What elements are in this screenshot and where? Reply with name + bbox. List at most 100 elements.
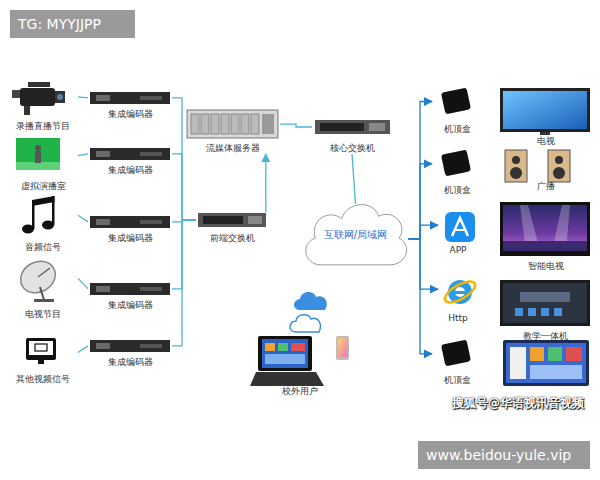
connector <box>408 239 432 354</box>
encoder-devices <box>140 220 162 224</box>
display-screens <box>510 167 522 179</box>
switch-devices <box>320 123 364 131</box>
camera-icon <box>28 82 50 87</box>
node-label: 电视 <box>537 137 555 147</box>
display-screens <box>566 347 582 361</box>
switch-devices <box>248 216 262 224</box>
connector <box>280 124 312 127</box>
encoder-device: 集成编码器 <box>88 216 172 244</box>
cloud-shape <box>298 192 413 277</box>
satellite-dish-icon <box>34 299 54 302</box>
app-icon: APP <box>438 210 478 256</box>
app-icon <box>455 229 465 231</box>
user-devices <box>250 292 349 386</box>
node-label: 集成编码器 <box>108 358 153 368</box>
cloud-shape <box>306 205 407 265</box>
node-label: 录播直播节目 <box>16 122 70 132</box>
camera-icon <box>55 91 65 103</box>
display-screens <box>506 343 586 383</box>
satellite-dish-icon <box>15 255 61 299</box>
source-icon: 其他视频信号 <box>8 335 78 385</box>
display-screens <box>510 347 526 379</box>
display-screens <box>500 88 590 386</box>
node-label: 其他视频信号 <box>16 375 70 385</box>
set-top-boxes <box>441 88 471 115</box>
user-devices <box>250 372 324 386</box>
node-label: 集成编码器 <box>108 110 153 120</box>
encoder-devices <box>90 92 170 352</box>
node-label: 互联网/局域网 <box>324 229 387 240</box>
user-devices <box>265 354 305 364</box>
display-screens <box>500 280 590 326</box>
source-icon: 电视节目 <box>8 256 78 320</box>
encoder-devices <box>96 95 110 101</box>
camera-icon <box>12 82 65 115</box>
encoder-device: 集成编码器 <box>88 283 172 311</box>
server-device <box>231 114 239 134</box>
node-label: 电视节目 <box>25 310 61 320</box>
display-screens <box>530 365 582 379</box>
display-screens <box>553 167 565 179</box>
source-icon: 虚拟演播室 <box>8 136 78 192</box>
app-icon <box>452 218 468 236</box>
encoder-device: 集成编码器 <box>88 92 172 120</box>
app-icon <box>445 212 475 242</box>
user-devices <box>338 338 348 357</box>
connector <box>78 346 88 353</box>
node-label: APP <box>449 246 466 256</box>
display-screens <box>541 308 549 316</box>
switch-device: 核心交换机 <box>312 118 392 154</box>
server-device <box>191 114 199 134</box>
monitor-icon <box>26 338 56 364</box>
server-device <box>221 114 229 134</box>
connector <box>172 154 196 220</box>
encoder-devices <box>140 344 162 348</box>
display-screens <box>520 292 570 302</box>
user-devices <box>336 336 349 360</box>
display-screens <box>555 156 563 164</box>
encoder-devices <box>96 343 110 349</box>
display-screens <box>505 150 527 182</box>
switch-devices <box>203 216 243 224</box>
connector <box>78 96 88 98</box>
encoder-devices <box>140 287 162 291</box>
node-label: Http <box>448 314 468 324</box>
node-label: 机顶盒 <box>444 186 471 196</box>
node-label: 集成编码器 <box>108 301 153 311</box>
user-devices <box>278 343 288 351</box>
node-label: 音频信号 <box>25 243 61 253</box>
server-device <box>201 114 209 134</box>
satellite-dish-icon <box>38 268 50 277</box>
connector <box>78 215 88 222</box>
connector <box>352 154 356 204</box>
satellite-dish-icon <box>40 287 44 300</box>
watermark: 搜狐号@华语视讯音视频 <box>452 393 598 413</box>
green-screen-icon <box>16 138 60 170</box>
server-device <box>251 114 259 134</box>
server-device <box>211 114 219 134</box>
encoder-devices <box>90 148 170 160</box>
node-label: 教学一体机 <box>523 332 568 342</box>
display-screen: 智能电视 <box>498 200 593 272</box>
music-icon <box>22 196 55 234</box>
encoder-devices <box>90 283 170 295</box>
connector <box>78 154 88 156</box>
user-devices <box>294 292 327 310</box>
encoder-devices <box>90 216 170 228</box>
connector <box>408 239 438 289</box>
display-screens <box>540 132 550 135</box>
connector <box>172 220 196 222</box>
camera-icon <box>12 90 21 98</box>
camera-icon <box>20 88 55 106</box>
encoder-devices <box>96 286 110 292</box>
display-screens <box>528 308 536 316</box>
browser-icon <box>442 277 478 306</box>
user-devices <box>291 343 305 351</box>
switch-device: 前端交换机 <box>196 212 268 244</box>
server-device <box>187 110 278 138</box>
green-screen-icon <box>16 162 60 170</box>
display-screens <box>503 283 587 323</box>
